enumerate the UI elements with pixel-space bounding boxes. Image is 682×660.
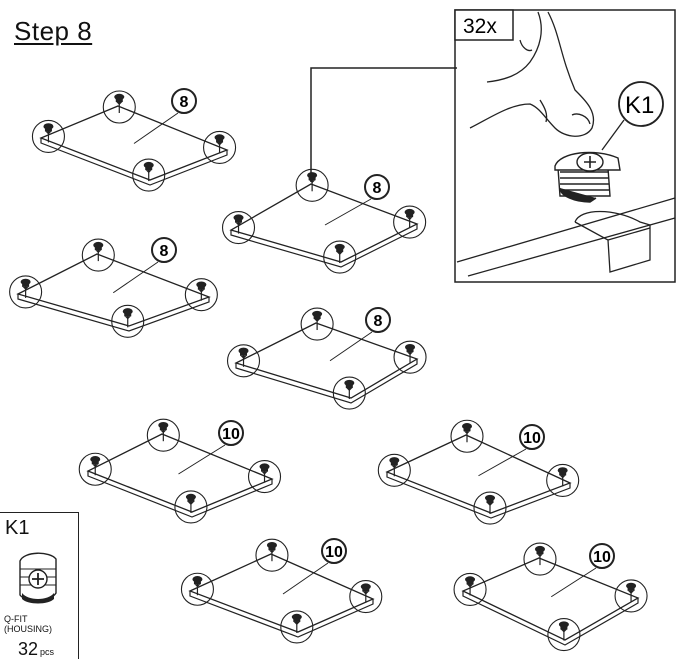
parts-list-code: K1 (5, 517, 30, 539)
cam-circle (393, 340, 427, 374)
cam-circle (174, 490, 208, 524)
cam-circle (111, 304, 145, 338)
callout-leader (178, 444, 226, 475)
callout-leader (282, 562, 329, 595)
cam-circle (453, 572, 487, 607)
count-badge (321, 538, 347, 564)
cam-circle (323, 240, 357, 274)
parts-list-name: Q-FIT (HOUSING) (4, 614, 52, 634)
count-badge (171, 88, 197, 114)
callout-leader (324, 198, 372, 226)
cam-circle (377, 453, 411, 487)
step-title: Step 8 (14, 16, 93, 46)
callout-leader (478, 448, 527, 477)
count-badge (519, 424, 545, 450)
cam-circle (132, 158, 166, 192)
cam-circle (184, 278, 218, 312)
callout-leader (550, 567, 597, 598)
detail-quantity: 32x (463, 15, 497, 38)
cam-circle (255, 538, 289, 572)
leader-line (310, 67, 457, 182)
q-fit-housing-icon (19, 552, 57, 604)
cam-circle (78, 452, 112, 486)
parts-list-quantity-value: 32 (18, 639, 39, 659)
count-badge (151, 237, 177, 263)
parts-list-name-line1: Q-FIT (4, 614, 28, 624)
count-label: 10 (325, 544, 343, 561)
panel: 10 (377, 419, 580, 525)
cam-circle (180, 572, 214, 606)
count-label: 8 (373, 180, 382, 197)
cam-circle (450, 419, 484, 453)
count-badge (364, 174, 390, 200)
cam-circle (203, 130, 237, 165)
cam-circle (393, 205, 427, 239)
cam-circle (547, 617, 581, 652)
cam-circle (226, 344, 261, 378)
count-label: 10 (523, 430, 541, 447)
count-label: 10 (222, 426, 240, 443)
parts-list-unit: pcs (40, 647, 55, 657)
count-label: 8 (374, 313, 383, 330)
panel: 8 (31, 88, 237, 192)
callout-leader (133, 112, 179, 144)
cam-circle (349, 580, 383, 614)
callout-leader (112, 261, 159, 294)
count-label: 10 (593, 549, 611, 566)
part-callout-code: K1 (625, 92, 654, 119)
cam-circle (280, 610, 314, 644)
cam-circle (221, 211, 256, 245)
cam-circle (81, 238, 115, 272)
count-label: 8 (160, 243, 169, 260)
count-badge (589, 543, 615, 569)
panel: 8 (9, 237, 218, 338)
cam-circle (546, 463, 580, 497)
parts-list-name-line2: (HOUSING) (4, 624, 52, 634)
cam-circle (31, 119, 65, 153)
cam-circle (102, 90, 136, 124)
cam-housing-icon (554, 151, 621, 203)
cam-circle (523, 542, 557, 576)
panel: 10 (180, 538, 383, 644)
callout-leader (329, 331, 373, 362)
count-badge (218, 420, 244, 446)
board-edge (456, 197, 676, 277)
cam-circle (614, 579, 648, 613)
cam-circle (295, 168, 329, 202)
count-label: 8 (180, 94, 189, 111)
cam-circle (332, 376, 366, 410)
cam-circle (300, 307, 334, 341)
finger-icon (469, 11, 595, 137)
detail-box: 32x K1 (454, 9, 676, 283)
cam-circle (247, 460, 282, 494)
count-badge (365, 307, 391, 333)
panel: 8 (221, 168, 427, 274)
cam-circle (146, 418, 180, 452)
cam-circle (473, 491, 507, 525)
panel: 10 (78, 418, 282, 524)
panel: 10 (453, 542, 648, 652)
part-callout-circle (618, 81, 664, 127)
panel: 8 (226, 307, 427, 410)
cam-circle (9, 275, 43, 309)
